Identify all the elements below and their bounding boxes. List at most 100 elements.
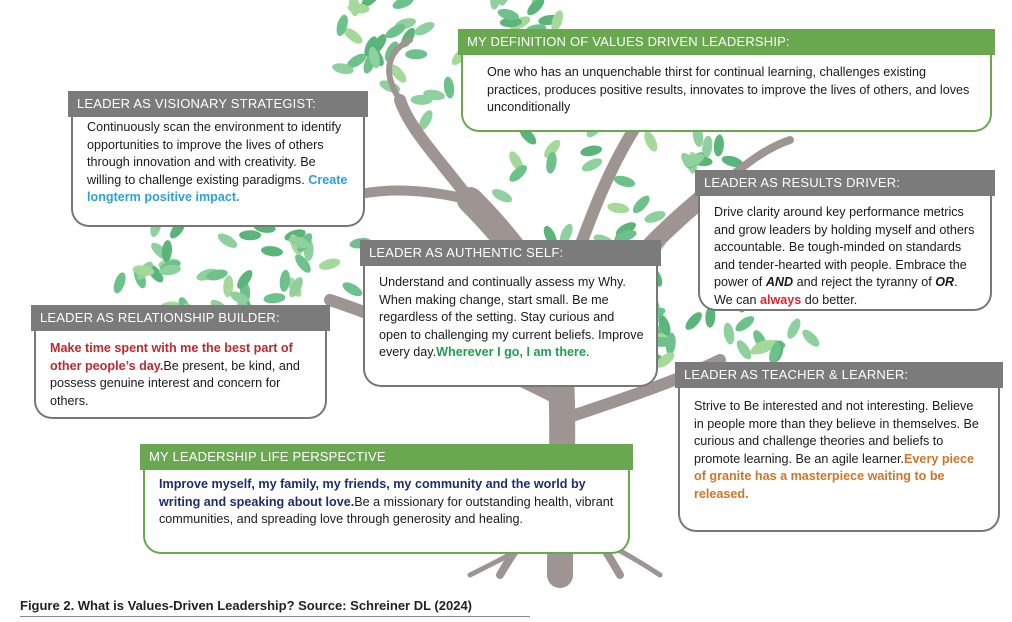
- leaf: [347, 3, 370, 14]
- leaf: [423, 89, 445, 101]
- tree-branch: [386, 37, 413, 103]
- leaf: [721, 155, 744, 168]
- leaf: [223, 275, 234, 298]
- leaf: [392, 0, 414, 9]
- definition-text: One who has an unquenchable thirst for c…: [461, 55, 992, 132]
- leaf: [405, 49, 428, 60]
- leaf: [288, 236, 310, 249]
- leaf: [723, 322, 735, 345]
- leaf: [787, 318, 801, 339]
- visionary-card: LEADER AS VISIONARY STRATEGIST: Continuo…: [68, 91, 368, 227]
- leaf: [336, 14, 348, 36]
- leaf: [384, 41, 399, 62]
- leaf: [364, 36, 378, 57]
- leaf: [132, 265, 155, 276]
- teacher-title: LEADER AS TEACHER & LEARNER:: [675, 362, 1003, 388]
- results-text: do better.: [801, 292, 858, 307]
- leaf: [263, 293, 286, 304]
- results-card: LEADER AS RESULTS DRIVER: Drive clarity …: [695, 170, 995, 311]
- leaf: [615, 229, 637, 242]
- leaf: [655, 352, 675, 368]
- leaf: [551, 10, 564, 32]
- figure-caption: Figure 2. What is Values-Driven Leadersh…: [20, 598, 530, 617]
- results-highlight: always: [759, 292, 802, 307]
- leaf: [497, 8, 519, 21]
- definition-title: MY DEFINITION OF VALUES DRIVEN LEADERSHI…: [458, 29, 995, 55]
- leaf: [261, 246, 283, 257]
- leaf: [735, 316, 755, 332]
- authentic-text: Understand and continually assess my Why…: [379, 275, 644, 360]
- leaf: [581, 158, 603, 172]
- leaf: [559, 223, 573, 245]
- leaf: [509, 165, 527, 182]
- results-text: and reject the tyranny of: [793, 275, 936, 290]
- leaf: [385, 24, 406, 39]
- leaf: [498, 0, 511, 6]
- leaf: [113, 272, 126, 294]
- leaf: [802, 329, 820, 347]
- leaf: [343, 28, 363, 44]
- leaf: [332, 63, 354, 75]
- relationship-card: LEADER AS RELATIONSHIP BUILDER: Make tim…: [31, 305, 330, 419]
- leaf: [206, 269, 228, 281]
- teacher-text: Strive to Be interested and not interest…: [694, 399, 979, 466]
- leaf: [580, 145, 603, 157]
- leaf: [644, 210, 666, 223]
- results-text: . We can: [714, 275, 958, 307]
- leaf: [159, 264, 181, 276]
- leaf: [289, 277, 303, 298]
- leaf: [713, 134, 724, 157]
- life-card: MY LEADERSHIP LIFE PERSPECTIVE Improve m…: [140, 444, 633, 554]
- results-or: OR: [935, 275, 955, 290]
- visionary-text: Continuously scan the environment to ide…: [87, 120, 342, 187]
- leaf: [544, 139, 561, 158]
- leaf: [509, 151, 524, 172]
- leaf: [342, 282, 363, 297]
- leaf: [161, 240, 173, 263]
- authentic-title: LEADER AS AUTHENTIC SELF:: [360, 240, 661, 266]
- leaf: [644, 131, 658, 152]
- leaf: [237, 270, 253, 289]
- leaf: [546, 151, 557, 174]
- results-title: LEADER AS RESULTS DRIVER:: [695, 170, 995, 196]
- life-highlight: Improve myself, my family, my friends, m…: [159, 477, 586, 509]
- relationship-highlight: Make time spent with me the best part of…: [50, 341, 293, 373]
- leaf: [705, 305, 716, 328]
- leaf: [527, 0, 545, 16]
- leaf: [390, 64, 407, 83]
- leaf: [217, 233, 238, 248]
- leaf: [295, 254, 311, 273]
- results-text: Drive clarity around key performance met…: [714, 205, 975, 290]
- leaf: [607, 202, 630, 214]
- life-text: Be a missionary for outstanding health, …: [159, 494, 614, 527]
- leaf: [755, 339, 776, 355]
- leaf: [443, 76, 455, 99]
- leaf: [414, 21, 435, 36]
- leaf: [736, 340, 752, 360]
- leaf: [418, 110, 433, 131]
- relationship-title: LEADER AS RELATIONSHIP BUILDER:: [31, 305, 330, 331]
- leaf: [490, 0, 501, 10]
- visionary-title: LEADER AS VISIONARY STRATEGIST:: [68, 91, 368, 117]
- authentic-card: LEADER AS AUTHENTIC SELF: Understand and…: [360, 240, 661, 387]
- leaf: [658, 314, 671, 336]
- teacher-card: LEADER AS TEACHER & LEARNER: Strive to B…: [675, 362, 1003, 532]
- leaf: [361, 0, 380, 7]
- teacher-highlight: Every piece of granite has a masterpiece…: [694, 451, 975, 501]
- leaf: [239, 230, 262, 241]
- relationship-text: Be present, be kind, and possess genuine…: [50, 358, 300, 408]
- leaf: [632, 195, 650, 214]
- leaf: [685, 312, 702, 330]
- leaf: [702, 135, 713, 158]
- leaf: [346, 53, 367, 69]
- definition-card: MY DEFINITION OF VALUES DRIVEN LEADERSHI…: [458, 29, 995, 132]
- tree-branch: [394, 94, 476, 206]
- leaf: [684, 153, 705, 168]
- leaf: [318, 258, 341, 270]
- leaf: [769, 342, 781, 364]
- authentic-end: .: [585, 345, 590, 360]
- leaf: [613, 175, 636, 188]
- leaf: [491, 189, 513, 203]
- life-title: MY LEADERSHIP LIFE PERSPECTIVE: [140, 444, 633, 470]
- leaf: [368, 46, 380, 69]
